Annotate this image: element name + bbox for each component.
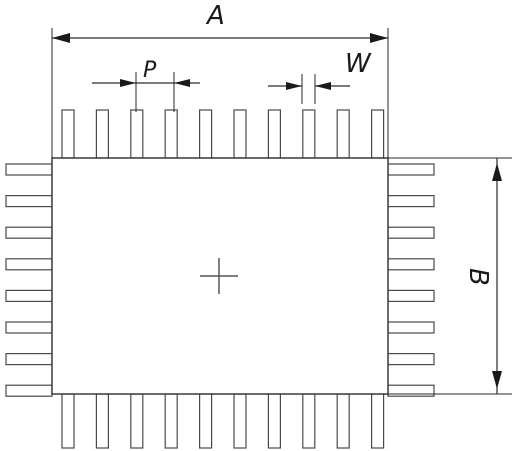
top-pin [233,109,247,159]
right-pin [387,289,435,302]
right-pin-column [387,163,435,397]
left-pin [5,353,53,366]
right-pin [387,258,435,271]
right-pin [387,195,435,208]
left-pin [5,195,53,208]
dimension-b: B [388,157,512,395]
bottom-pin [371,393,385,449]
top-pin [164,109,178,159]
bottom-pin [233,393,247,449]
dimension-w: W [268,49,372,104]
bottom-pin [130,393,144,449]
dimension-p-label: P [143,58,157,83]
right-pin [387,384,435,397]
top-pin [302,109,316,159]
right-pin [387,353,435,366]
bottom-pin [267,393,281,449]
bottom-pin [336,393,350,449]
left-pin [5,226,53,239]
bottom-pin [302,393,316,449]
dimension-p: P [92,58,200,112]
top-pin [199,109,213,159]
top-pin [130,109,144,159]
bottom-pin-row [61,393,385,449]
left-pin [5,321,53,334]
bottom-pin [199,393,213,449]
right-pin [387,163,435,176]
left-pin [5,289,53,302]
left-pin [5,258,53,271]
top-pin [61,109,75,159]
center-mark [200,258,238,294]
right-pin [387,321,435,334]
dimension-a-label: A [205,1,225,31]
bottom-pin [164,393,178,449]
top-pin [371,109,385,159]
left-pin-column [5,163,53,397]
dimension-w-label: W [345,49,372,79]
left-pin [5,163,53,176]
right-pin [387,226,435,239]
left-pin [5,384,53,397]
dimension-a: A [51,1,389,158]
bottom-pin [95,393,110,449]
top-pin-row [61,109,385,159]
bottom-pin [61,393,75,449]
top-pin [267,109,281,159]
dimension-b-label: B [463,268,493,286]
top-pin [336,109,350,159]
top-pin [95,109,110,159]
